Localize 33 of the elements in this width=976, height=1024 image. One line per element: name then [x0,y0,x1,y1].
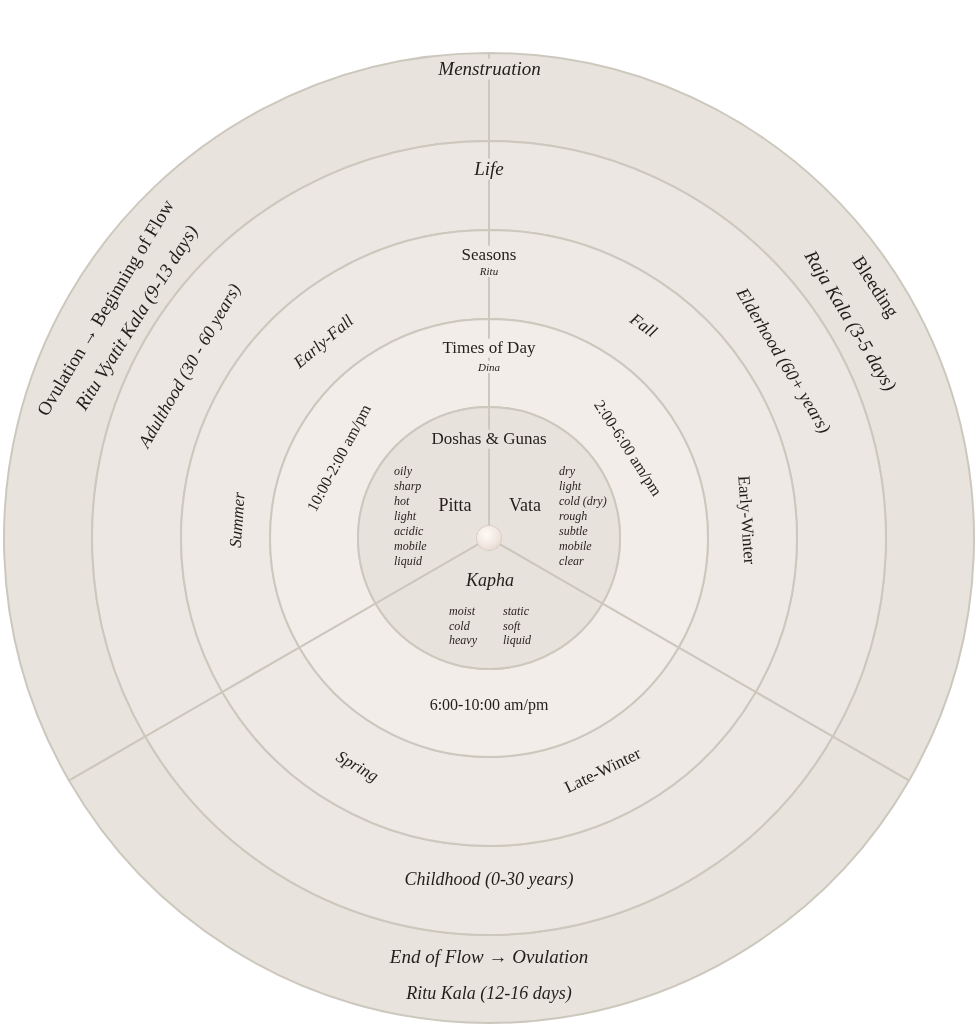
quality-term: mobile [394,540,427,554]
segment-label: 6:00-10:00 am/pm [429,696,549,714]
dosha-name: Pitta [438,496,472,516]
quality-term: heavy [449,634,477,648]
quality-term: mobile [559,540,592,554]
segment-label: Early-Winter [733,474,759,566]
dosha-name: Vata [509,496,541,516]
segment-label: End of Flow → Ovulation [389,946,589,968]
quality-term: hot [394,495,410,509]
quality-term: light [394,510,416,524]
ring-segment [220,646,758,848]
quality-term: cold [449,619,470,633]
quality-term: light [559,480,581,494]
quality-term: liquid [503,634,531,648]
quality-term: acidic [394,525,424,539]
ring-segment [143,690,835,937]
segment-label: Ritu Kala (12-16 days) [406,984,572,1004]
quality-term: liquid [394,555,422,569]
quality-term: soft [503,619,521,633]
quality-term: sharp [394,480,422,494]
dosha-name: Kapha [466,571,514,591]
segment-label: Childhood (0-30 years) [404,870,574,890]
quality-term: dry [559,465,575,479]
quality-term: rough [559,510,588,524]
segment-label: Fall [626,310,660,342]
quality-term: static [503,605,529,619]
quality-term: moist [449,605,475,619]
quality-term: oily [394,465,412,479]
quality-term: cold (dry) [559,495,607,509]
segment-label: Summer [226,491,249,549]
ring-segment [67,735,911,1024]
quality-term: clear [559,555,584,569]
quality-term: subtle [559,525,588,539]
